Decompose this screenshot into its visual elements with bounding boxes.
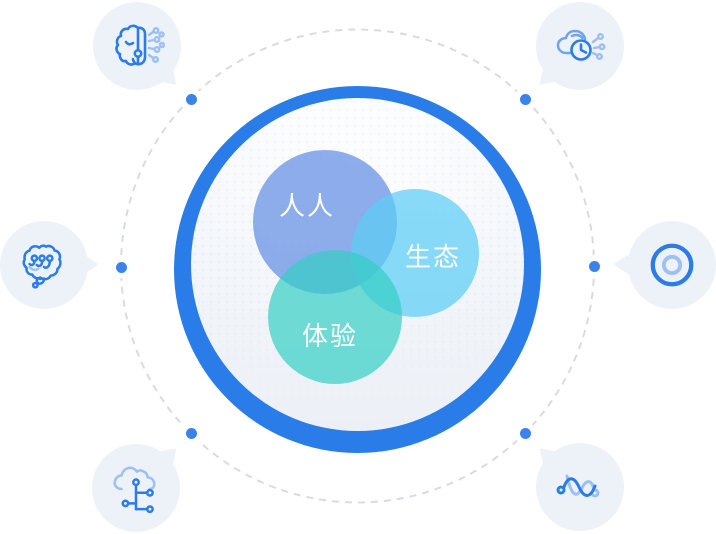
satellite-bubble-bottom-right [536,443,624,531]
satellite-bubble-right [628,221,716,309]
core-inner-circle: 人人 生态 体验 [191,98,524,431]
orbit-node [180,88,202,110]
orbit-node [180,422,202,444]
brain-circuit-icon [115,24,165,66]
venn-circle-experience [268,250,402,384]
satellite-bubble-bottom-left [92,444,180,532]
orbit-node [583,255,605,277]
bubble-tail [613,254,629,275]
satellite-bubble-left [0,221,88,309]
target-icon [650,243,694,287]
satellite-bubble-top-left [93,2,181,90]
wave-icon [556,474,600,498]
orbit-node [514,88,536,110]
venn-label-ecosystem: 生态 [404,242,461,272]
orbit-node [110,256,132,278]
venn-label-people: 人人 [278,191,335,221]
venn-label-experience: 体验 [301,321,358,351]
orbit-node [514,422,536,444]
brain-nodes-icon [22,244,62,289]
cloud-circuit-icon [113,466,156,514]
satellite-bubble-top-right [536,2,624,90]
cloud-clock-icon [556,29,606,61]
